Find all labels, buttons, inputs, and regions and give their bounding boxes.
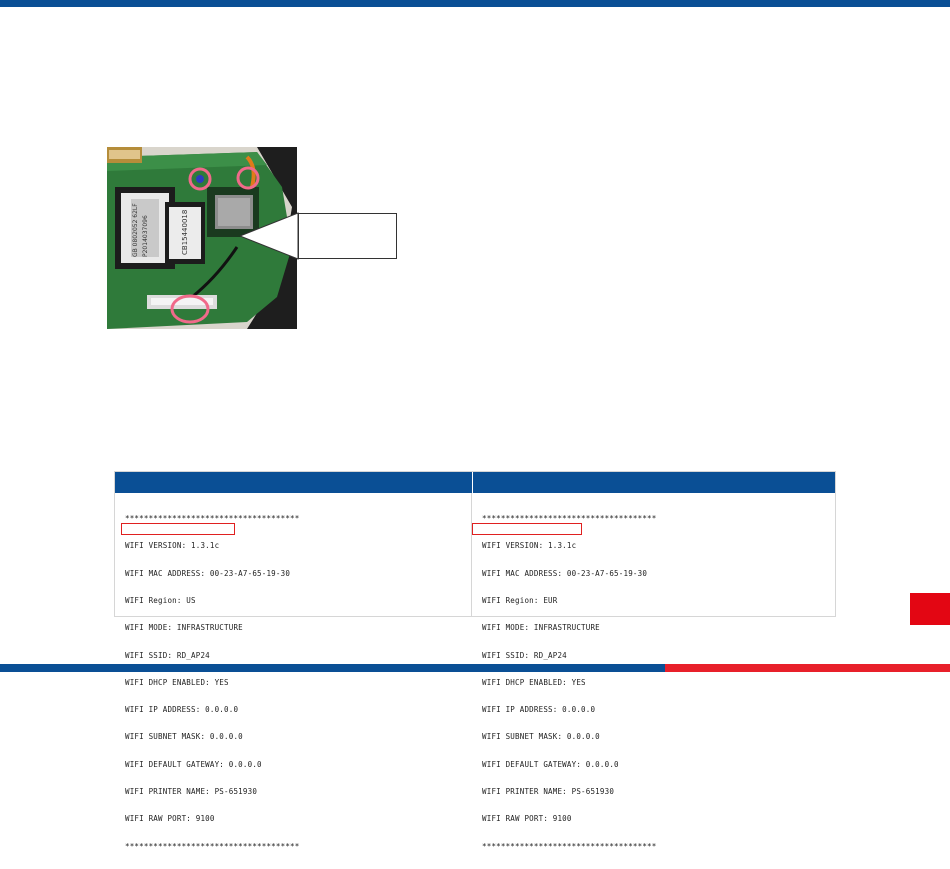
region-highlight-box [121, 523, 235, 535]
printout-line: WIFI DHCP ENABLED: YES [125, 677, 229, 687]
printout-eur-cell: ************************************* WI… [472, 493, 835, 851]
wifi-config-table: ************************************* WI… [114, 471, 836, 851]
region-highlight-box [472, 523, 583, 535]
printout-us: ************************************* WI… [125, 496, 299, 869]
printout-line: WIFI IP ADDRESS: 0.0.0.0 [482, 705, 596, 715]
column-header-2 [473, 472, 836, 493]
printout-line: WIFI MAC ADDRESS: 00-23-A7-65-19-30 [482, 568, 648, 578]
chip-label-1: GB 0802052 62LF [132, 203, 139, 257]
bottom-bar-blue [0, 664, 665, 672]
printout-eur: ************************************* WI… [482, 496, 656, 869]
printout-us-cell: ************************************* WI… [115, 493, 473, 851]
printout-line: WIFI MODE: INFRASTRUCTURE [125, 623, 243, 633]
printout-line: ************************************* [125, 841, 300, 851]
printout-line: WIFI IP ADDRESS: 0.0.0.0 [125, 705, 239, 715]
printout-line: WIFI RAW PORT: 9100 [482, 814, 572, 824]
column-header-1 [115, 472, 473, 493]
callout-pointer [240, 212, 299, 260]
printout-line: WIFI DHCP ENABLED: YES [482, 677, 586, 687]
printout-line: WIFI DEFAULT GATEWAY: 0.0.0.0 [482, 759, 619, 769]
printout-line: ************************************* [482, 841, 657, 851]
printout-line: WIFI VERSION: 1.3.1c [482, 541, 577, 551]
printout-line: WIFI MAC ADDRESS: 00-23-A7-65-19-30 [125, 568, 291, 578]
table-header [115, 472, 835, 493]
printout-line: WIFI SSID: RD_AP24 [482, 650, 567, 660]
printout-line: WIFI PRINTER NAME: PS-651930 [125, 787, 258, 796]
printout-line: WIFI SSID: RD_AP24 [125, 650, 210, 660]
printout-line: WIFI VERSION: 1.3.1c [125, 541, 220, 551]
chip-label-3: CB15440018 [181, 210, 189, 255]
printout-line: ************************************* [125, 514, 300, 524]
bottom-bar-red [665, 664, 950, 672]
top-brand-bar [0, 0, 950, 7]
printout-line: WIFI SUBNET MASK: 0.0.0.0 [482, 732, 600, 742]
printout-line: WIFI PRINTER NAME: PS-651930 [482, 787, 615, 796]
printout-line-region: WIFI Region: US [125, 596, 196, 606]
chip-label-2: P2014037096 [142, 215, 149, 257]
page-tab-marker [910, 593, 950, 625]
printout-line: WIFI DEFAULT GATEWAY: 0.0.0.0 [125, 759, 262, 769]
printout-line: WIFI SUBNET MASK: 0.0.0.0 [125, 732, 243, 742]
printout-line: WIFI RAW PORT: 9100 [125, 814, 215, 824]
printout-line: ************************************* [482, 514, 657, 524]
printout-line: WIFI MODE: INFRASTRUCTURE [482, 623, 600, 633]
printout-line-region: WIFI Region: EUR [482, 596, 558, 606]
callout-box [298, 213, 397, 259]
